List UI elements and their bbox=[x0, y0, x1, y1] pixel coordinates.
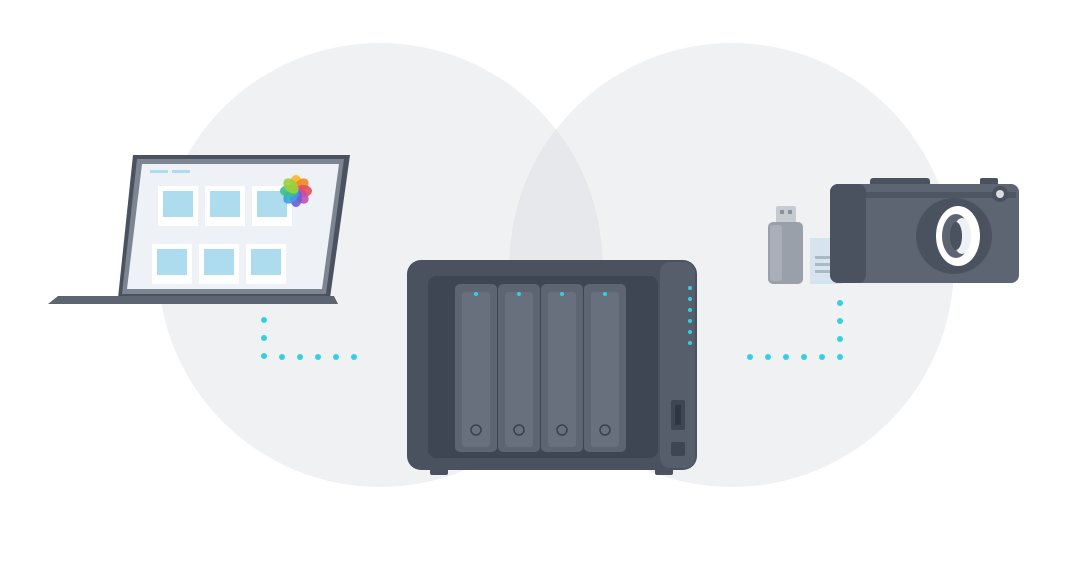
drive-bay bbox=[584, 284, 626, 452]
nas-icon bbox=[407, 260, 697, 475]
usb-drive-icon bbox=[768, 206, 803, 284]
camera-strip bbox=[866, 192, 1016, 198]
camera-connector bbox=[747, 300, 843, 360]
nas-side-panel bbox=[660, 262, 695, 468]
power-button bbox=[671, 442, 685, 456]
laptop-base bbox=[48, 296, 338, 304]
drive-bay bbox=[541, 284, 583, 452]
photos-app-icon bbox=[280, 175, 312, 207]
screen-header-line bbox=[172, 170, 190, 173]
drive-bay bbox=[498, 284, 540, 452]
laptop-connector bbox=[261, 317, 357, 360]
camera-lens bbox=[916, 198, 992, 274]
drive-bay bbox=[455, 284, 497, 452]
camera-icon bbox=[830, 178, 1019, 283]
screen-header-line bbox=[150, 170, 168, 173]
laptop-icon bbox=[48, 155, 350, 304]
status-leds bbox=[688, 286, 692, 345]
camera-grip bbox=[830, 184, 866, 283]
